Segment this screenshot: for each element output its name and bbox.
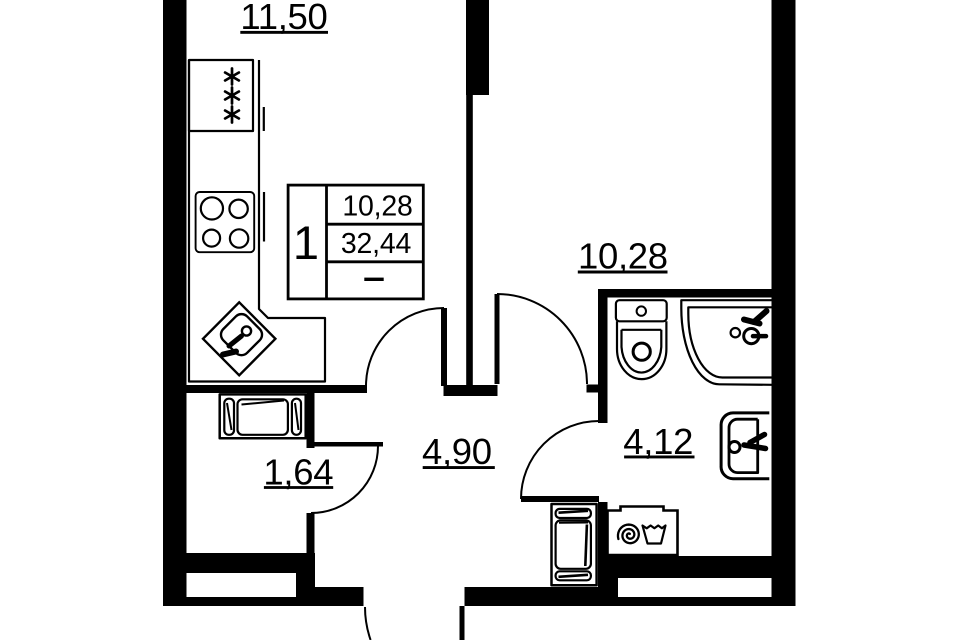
svg-text:1: 1: [293, 216, 319, 269]
svg-text:1,64: 1,64: [263, 452, 333, 493]
svg-text:10,28: 10,28: [578, 236, 668, 277]
svg-text:4,90: 4,90: [422, 431, 492, 472]
svg-text:10,28: 10,28: [342, 191, 412, 223]
svg-text:4,12: 4,12: [623, 421, 693, 462]
svg-text:32,44: 32,44: [341, 228, 412, 260]
